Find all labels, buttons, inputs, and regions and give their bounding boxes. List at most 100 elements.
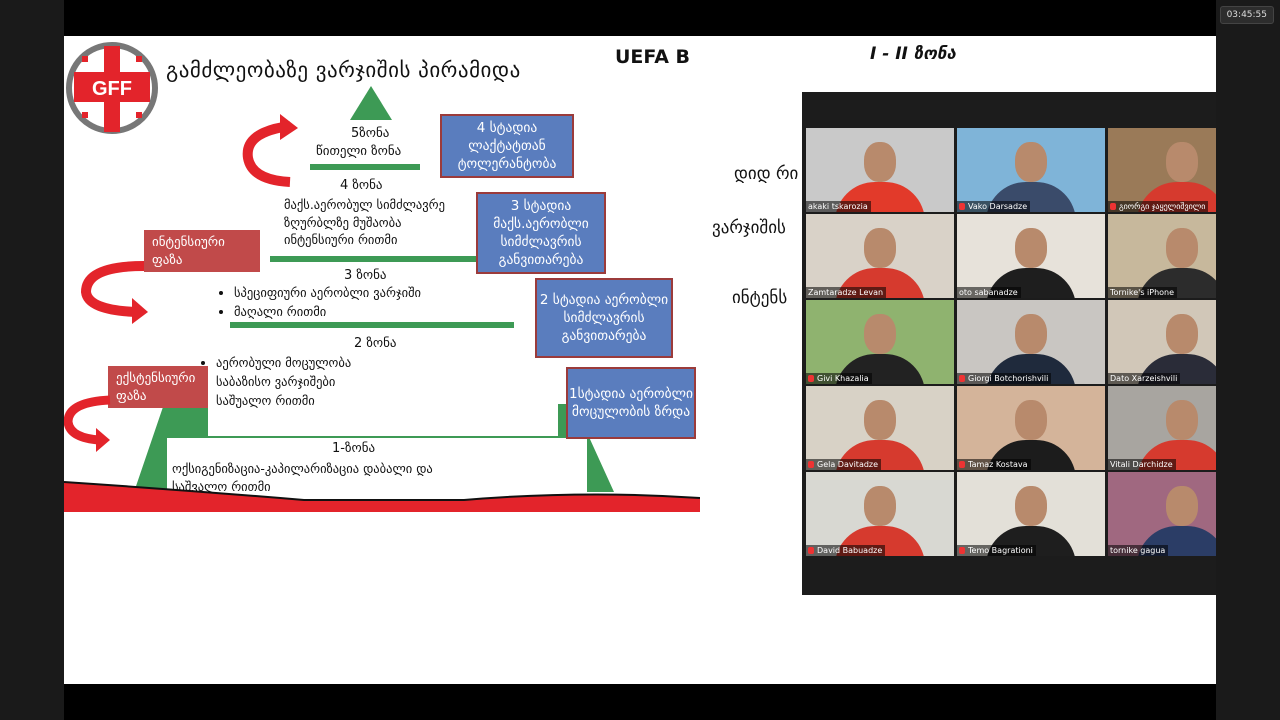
- participant-video-tile[interactable]: Tamaz Kostava: [957, 386, 1105, 470]
- zone3-bullets: სპეციფიური აერობლი ვარჯიში მაღალი რითმი: [214, 284, 421, 322]
- curved-arrow-icon: [80, 261, 148, 324]
- participant-video-tile[interactable]: Givi Khazalia: [806, 300, 954, 384]
- participant-face: [1166, 486, 1198, 526]
- stage3-box: 3 სტადია მაქს.აერობლი სიმძლავრის განვითა…: [476, 192, 606, 274]
- right-slide-fragment: ვარჯიშის: [712, 218, 786, 238]
- uefa-label: UEFA B: [615, 46, 691, 68]
- right-slide-fragment: დიდ რი: [734, 164, 799, 184]
- curved-arrow-icon: [64, 395, 111, 452]
- zone2-bullet: აერობული მოცულობა: [216, 354, 351, 373]
- participant-video-tile[interactable]: Temo Bagrationi: [957, 472, 1105, 556]
- zone2-label: 2 ზონა: [354, 336, 397, 351]
- right-slide-fragment: ინტენს: [732, 288, 788, 308]
- participant-name-label: oto sabanadze: [957, 287, 1021, 298]
- muted-mic-icon: [959, 461, 965, 468]
- zone2-bullet: საბაზისო ვარჯიშები: [216, 373, 351, 392]
- muted-mic-icon: [959, 375, 965, 382]
- participant-video-tile[interactable]: oto sabanadze: [957, 214, 1105, 298]
- bottom-letterbox: [64, 684, 1216, 720]
- zone4-label: 4 ზონა: [340, 178, 383, 193]
- participant-video-tile[interactable]: Zamtaradze Levan: [806, 214, 954, 298]
- participant-name: oto sabanadze: [959, 288, 1018, 297]
- participant-name: tornike gagua: [1110, 546, 1166, 555]
- participant-face: [1166, 142, 1198, 182]
- zone3-label: 3 ზონა: [344, 268, 387, 283]
- participant-video-tile[interactable]: Vitali Darchidze: [1108, 386, 1216, 470]
- top-letterbox: [64, 0, 1216, 36]
- participant-name: Temo Bagrationi: [968, 546, 1033, 555]
- participant-name-label: Gela Davitadze: [806, 459, 882, 470]
- participant-name-label: Tornike's iPhone: [1108, 287, 1178, 298]
- stage1-box: 1სტადია აერობლი მოცულობის ზრდა: [566, 367, 696, 439]
- muted-mic-icon: [959, 203, 965, 210]
- zone4-line: ინტენსიური რითმი: [284, 232, 398, 247]
- participant-face: [1015, 486, 1047, 526]
- participant-face: [864, 142, 896, 182]
- zone3-bullet: სპეციფიური აერობლი ვარჯიში: [234, 284, 421, 303]
- participant-name: Vako Darsadze: [968, 202, 1028, 211]
- participant-face: [864, 228, 896, 268]
- participant-name-label: Vitali Darchidze: [1108, 459, 1176, 470]
- participant-name: Vitali Darchidze: [1110, 460, 1173, 469]
- zone5-label: 5ზონა: [351, 126, 390, 141]
- zone1-line: საშვალო რითმი: [172, 478, 271, 494]
- gff-logo: GFF: [66, 42, 158, 134]
- participant-face: [864, 400, 896, 440]
- participant-video-tile[interactable]: David Babuadze: [806, 472, 954, 556]
- left-letterbox: [0, 0, 64, 720]
- participant-video-tile[interactable]: tornike gagua: [1108, 472, 1216, 556]
- phase-intensive-box: ინტენსიური ფაზა: [144, 230, 260, 272]
- participant-video-tile[interactable]: Vako Darsadze: [957, 128, 1105, 212]
- zone1-line: ოქსიგენიზაცია-კაპილარიზაცია დაბალი და: [172, 461, 433, 476]
- participant-name-label: Vako Darsadze: [957, 201, 1031, 212]
- participant-name: გიორგი ჯაყელიშვილი: [1119, 202, 1206, 211]
- participant-name: Tornike's iPhone: [1110, 288, 1175, 297]
- participant-name-label: Zamtaradze Levan: [806, 287, 887, 298]
- participant-name-label: Dato Xarzeishvili: [1108, 373, 1181, 384]
- participant-name: Zamtaradze Levan: [808, 288, 884, 297]
- participant-name: Tamaz Kostava: [968, 460, 1028, 469]
- participant-name-label: Givi Khazalia: [806, 373, 872, 384]
- muted-mic-icon: [808, 547, 814, 554]
- participant-name: David Babuadze: [817, 546, 883, 555]
- participant-face: [864, 486, 896, 526]
- participant-video-tile[interactable]: გიორგი ჯაყელიშვილი: [1108, 128, 1216, 212]
- right-slide-title: I - II ზონა: [870, 44, 956, 64]
- participant-face: [1015, 400, 1047, 440]
- zone1-text: ოქსიგენიზაცია-კაპილარიზაცია დაბალი და სა…: [172, 460, 433, 495]
- zone5-sub: წითელი ზონა: [316, 144, 402, 159]
- participant-video-tile[interactable]: Gela Davitadze: [806, 386, 954, 470]
- participant-video-tile[interactable]: Dato Xarzeishvili: [1108, 300, 1216, 384]
- participant-face: [1166, 228, 1198, 268]
- participant-name-label: tornike gagua: [1108, 545, 1169, 556]
- participant-video-tile[interactable]: Giorgi Botchorishvili: [957, 300, 1105, 384]
- participant-name-label: გიორგი ჯაყელიშვილი: [1108, 201, 1209, 212]
- zone2-bullet: საშუალო რითმი: [216, 392, 351, 411]
- participant-name-label: Giorgi Botchorishvili: [957, 373, 1052, 384]
- zone3-bullet: მაღალი რითმი: [234, 303, 421, 322]
- clock-readout: 03:45:55: [1219, 6, 1274, 24]
- participant-name: akaki tskarozia: [808, 202, 868, 211]
- participant-face: [1015, 314, 1047, 354]
- participant-face: [1166, 314, 1198, 354]
- participant-video-tile[interactable]: Tornike's iPhone: [1108, 214, 1216, 298]
- phase-extensive-box: ექსტენსიური ფაზა: [108, 366, 208, 408]
- video-gallery: akaki tskarozia Vako Darsadze გიორგი ჯაყელ…: [802, 92, 1216, 595]
- participant-video-tile[interactable]: akaki tskarozia: [806, 128, 954, 212]
- participant-face: [1015, 142, 1047, 182]
- muted-mic-icon: [1110, 203, 1116, 210]
- zone1-panel: [167, 438, 587, 502]
- participant-name: Dato Xarzeishvili: [1110, 374, 1178, 383]
- zone4-line: მაქს.აერობულ სიმძლავრე: [284, 197, 445, 212]
- shared-screen: GFF გამძლეობაზე ვარჯიშის პირამიდა UEFA B…: [64, 36, 1216, 684]
- logo-text: GFF: [92, 78, 132, 100]
- participant-face: [1015, 228, 1047, 268]
- zone5-base: [310, 164, 420, 170]
- muted-mic-icon: [808, 375, 814, 382]
- zone4-text: მაქს.აერობულ სიმძლავრე ზღურბლზე მუშაობა …: [284, 196, 445, 249]
- participant-name-label: Temo Bagrationi: [957, 545, 1036, 556]
- pyramid-apex: [350, 86, 392, 120]
- zone2-bullets: აერობული მოცულობა საბაზისო ვარჯიშები საშ…: [196, 354, 351, 410]
- ground-shape: [64, 481, 700, 512]
- stage2-box: 2 სტადია აერობლი სიმძლავრის განვითარება: [535, 278, 673, 358]
